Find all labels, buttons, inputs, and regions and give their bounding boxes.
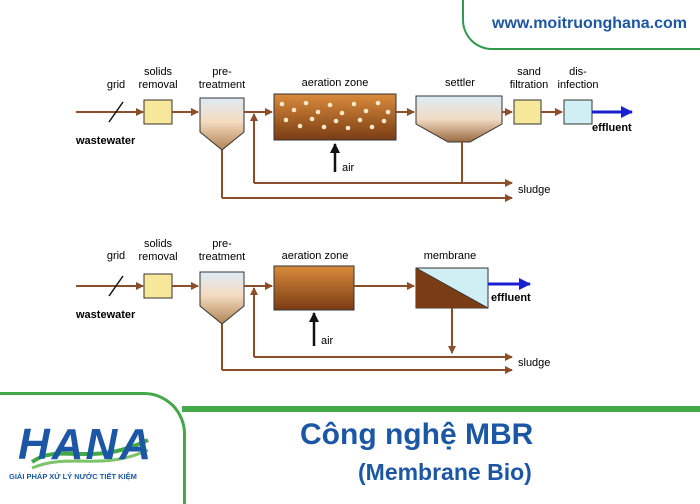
label-sludge: sludge (518, 184, 550, 196)
label-air: air (321, 335, 334, 347)
logo-wordmark: HANA (18, 420, 154, 469)
page-title: Công nghệ MBR (300, 418, 534, 451)
label-pretreatment: pre- (212, 238, 232, 250)
label-air: air (342, 162, 355, 174)
label-wastewater: wastewater (75, 135, 136, 147)
solids-removal-box (143, 99, 173, 125)
footer-divider (182, 406, 700, 412)
grid-slash (108, 275, 124, 297)
label-solids-removal-2: removal (138, 79, 177, 91)
process-diagram: grid solids removal pre- treatment aerat… (75, 66, 633, 374)
label-aeration-zone: aeration zone (282, 250, 349, 262)
solids-removal-box (143, 273, 173, 299)
logo-panel (0, 392, 186, 504)
label-disinfection: dis- (569, 66, 587, 78)
conventional-process: grid solids removal pre- treatment aerat… (75, 66, 633, 202)
aeration-tank (273, 93, 397, 141)
label-effluent: effluent (491, 292, 531, 304)
label-solids-removal: solids (144, 66, 173, 78)
label-pretreatment-2: treatment (199, 79, 245, 91)
pretreatment-tank (199, 97, 245, 151)
sand-filtration-box (513, 99, 542, 125)
label-membrane: membrane (424, 250, 477, 262)
membrane-diagonal (415, 267, 489, 309)
aeration-tank (273, 265, 355, 311)
label-pretreatment-2: treatment (199, 251, 245, 263)
label-wastewater: wastewater (75, 309, 136, 321)
pretreatment-tank (199, 271, 245, 325)
grid-slash (108, 101, 124, 123)
label-aeration-zone: aeration zone (302, 77, 369, 89)
label-effluent: effluent (592, 122, 632, 134)
label-sludge: sludge (518, 357, 550, 369)
website-tab (462, 0, 700, 50)
label-grid: grid (107, 250, 125, 262)
website-url[interactable]: www.moitruonghana.com (492, 15, 687, 32)
label-pretreatment: pre- (212, 66, 232, 78)
settler-tank (415, 95, 503, 143)
disinfection-box (563, 99, 593, 125)
label-disinfection-2: infection (558, 79, 599, 91)
footer (0, 392, 700, 504)
logo-slogan: GIẢI PHÁP XỬ LÝ NƯỚC TIẾT KIỆM (9, 472, 137, 481)
label-solids-removal: solids (144, 238, 173, 250)
label-solids-removal-2: removal (138, 251, 177, 263)
page-subtitle: (Membrane Bio) (358, 459, 532, 485)
label-sand-filtration: sand (517, 66, 541, 78)
label-grid: grid (107, 79, 125, 91)
logo-wave-icon (30, 438, 149, 470)
label-settler: settler (445, 77, 475, 89)
label-sand-filtration-2: filtration (510, 79, 549, 91)
mbr-process: grid solids removal pre- treatment aerat… (75, 238, 550, 374)
